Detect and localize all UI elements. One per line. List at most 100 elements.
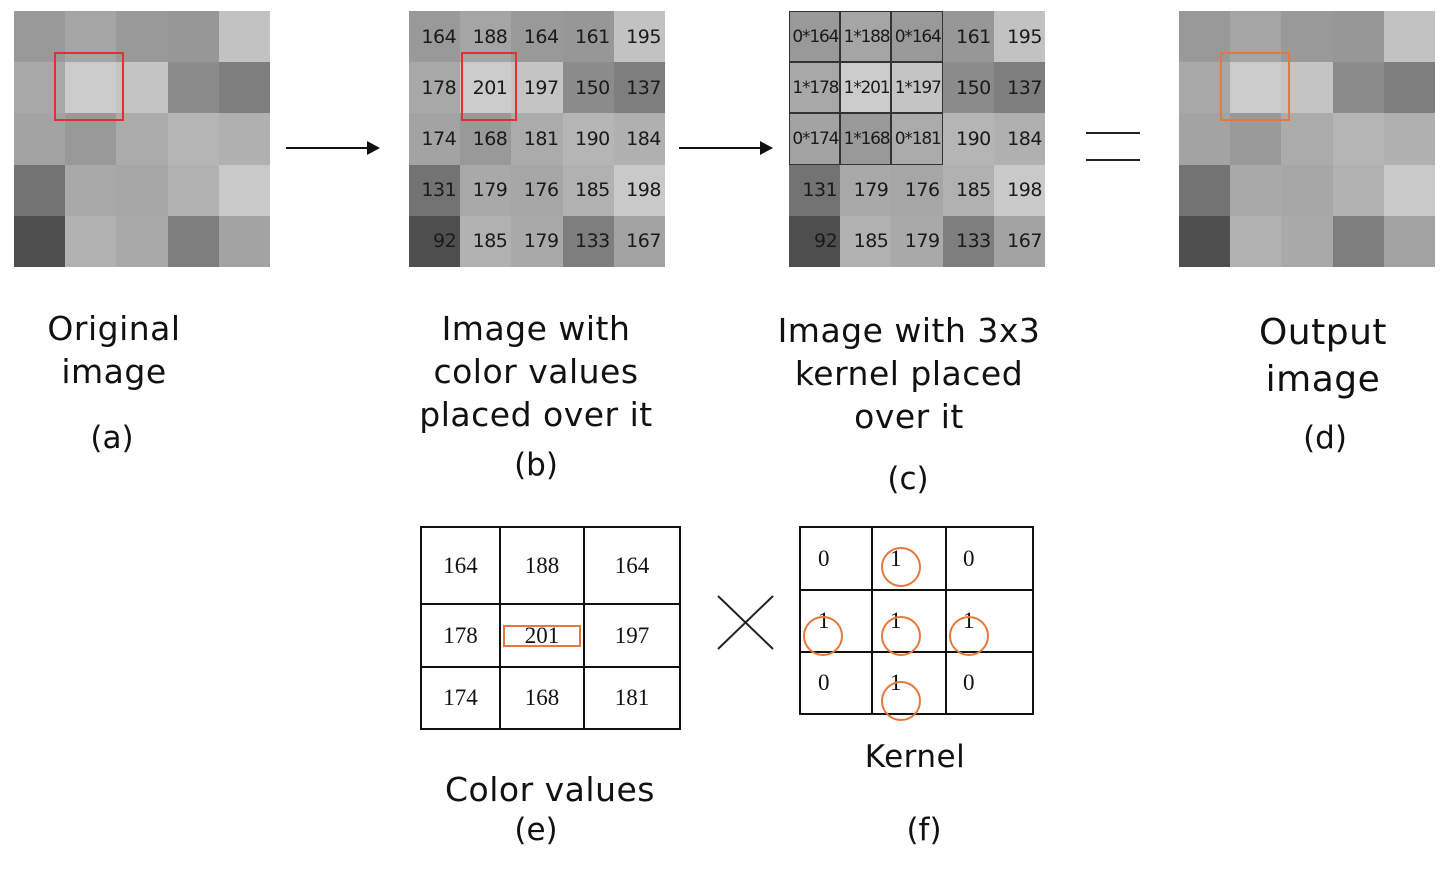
color-value-cell: 201 <box>524 622 560 648</box>
pixel-cell <box>1281 113 1333 165</box>
pixel-cell <box>65 215 117 267</box>
pixel-cell <box>116 62 168 114</box>
pixel-value-cell: 201 <box>460 62 512 114</box>
pixel-cell <box>1332 11 1384 63</box>
pixel-cell <box>14 215 66 267</box>
pixel-cell <box>1230 62 1282 114</box>
pixel-cell <box>1179 164 1231 216</box>
arrow-b-to-c <box>679 147 761 149</box>
pixel-cell <box>167 164 219 216</box>
multiply-sign <box>717 595 774 650</box>
caption-c: Image with 3x3 kernel placed over it <box>750 309 1068 438</box>
pixel-cell <box>1332 62 1384 114</box>
pixel-cell <box>1281 164 1333 216</box>
caption-a-letter: (a) <box>90 420 134 456</box>
caption-c-line2: kernel placed <box>794 354 1024 393</box>
pixel-cell <box>14 113 66 165</box>
caption-b-letter: (b) <box>514 447 558 483</box>
kernel-product-cell: 1*178 <box>789 62 841 114</box>
pixel-value-cell: 178 <box>409 62 461 114</box>
pixel-value-cell: 167 <box>613 215 665 267</box>
kernel-highlight-ring <box>949 616 989 656</box>
arrow-b-to-c-head <box>760 141 773 155</box>
color-value-cell: 164 <box>614 552 650 578</box>
pixel-cell <box>218 11 270 63</box>
pixel-value-cell: 150 <box>562 62 614 114</box>
pixel-value-cell: 190 <box>562 113 614 165</box>
kernel-product-cell: 0*181 <box>891 113 943 165</box>
kernel-product-cell: 1*201 <box>840 62 892 114</box>
pixel-cell <box>1332 215 1384 267</box>
caption-b-line1: Image with <box>441 309 631 348</box>
kernel-cell: 0 <box>818 545 830 571</box>
pixel-value-cell: 179 <box>460 164 512 216</box>
kernel-product-cell: 185 <box>942 164 994 216</box>
arrow-a-to-b-head <box>367 141 380 155</box>
caption-b-line3: placed over it <box>419 395 653 434</box>
pixel-cell <box>218 62 270 114</box>
pixel-value-cell: 185 <box>562 164 614 216</box>
kernel-product-cell: 184 <box>993 113 1045 165</box>
pixel-value-cell: 179 <box>511 215 563 267</box>
pixel-value-cell: 164 <box>511 11 563 63</box>
caption-d-line2: image <box>1265 359 1381 400</box>
kernel-highlight-ring <box>881 546 921 587</box>
pixel-cell <box>116 11 168 63</box>
pixel-value-cell: 131 <box>409 164 461 216</box>
color-value-cell: 178 <box>443 622 478 648</box>
caption-b-line2: color values <box>433 352 639 391</box>
kernel-product-cell: 133 <box>942 215 994 267</box>
kernel-cell: 0 <box>963 670 975 695</box>
kernel-product-cell: 150 <box>942 62 994 114</box>
kernel-product-cell: 176 <box>891 164 943 216</box>
kernel-product-cell: 161 <box>942 11 994 63</box>
output-image-highlight <box>1220 52 1290 121</box>
color-values-table: 164 188 164 178 201 197 174 168 181 <box>420 526 681 730</box>
kernel-table: 0 1 0 1 1 1 0 1 0 <box>799 526 1034 721</box>
kernel-product-cell: 0*164 <box>891 11 943 63</box>
values-image-highlight <box>461 52 517 121</box>
pixel-value-cell: 168 <box>460 113 512 165</box>
pixel-value-cell: 164 <box>409 11 461 63</box>
caption-d-line1: Output <box>1258 312 1388 353</box>
caption-e: Color values <box>445 770 655 809</box>
pixel-cell <box>1332 113 1384 165</box>
kernel-product-cell: 195 <box>993 11 1045 63</box>
pixel-cell <box>14 62 66 114</box>
pixel-value-cell: 133 <box>562 215 614 267</box>
pixel-value-cell: 184 <box>613 113 665 165</box>
pixel-cell <box>116 164 168 216</box>
caption-d: Output image <box>1210 309 1436 403</box>
pixel-value-cell: 198 <box>613 164 665 216</box>
color-value-cell: 181 <box>614 685 650 710</box>
kernel-highlight-ring <box>881 681 921 721</box>
caption-f: Kernel <box>864 739 966 775</box>
kernel-product-cell: 185 <box>840 215 892 267</box>
pixel-value-cell: 185 <box>460 215 512 267</box>
pixel-cell <box>14 164 66 216</box>
pixel-value-cell: 174 <box>409 113 461 165</box>
pixel-cell <box>167 215 219 267</box>
pixel-value-cell: 181 <box>511 113 563 165</box>
kernel-product-cell: 0*174 <box>789 113 841 165</box>
pixel-cell <box>65 164 117 216</box>
pixel-cell <box>1383 113 1435 165</box>
pixel-cell <box>1383 215 1435 267</box>
original-image-highlight <box>54 52 124 121</box>
kernel-product-cell: 92 <box>789 215 841 267</box>
pixel-cell <box>1230 164 1282 216</box>
pixel-value-cell: 195 <box>613 11 665 63</box>
pixel-cell <box>1281 215 1333 267</box>
kernel-product-cell: 190 <box>942 113 994 165</box>
kernel-product-cell: 1*168 <box>840 113 892 165</box>
pixel-cell <box>218 164 270 216</box>
caption-d-letter: (d) <box>1303 420 1347 456</box>
caption-f-letter: (f) <box>906 812 942 848</box>
color-value-cell: 188 <box>524 552 560 578</box>
kernel-product-cell: 179 <box>840 164 892 216</box>
pixel-value-cell: 197 <box>511 62 563 114</box>
pixel-cell <box>1179 215 1231 267</box>
pixel-value-cell: 176 <box>511 164 563 216</box>
color-value-cell: 164 <box>443 552 478 578</box>
